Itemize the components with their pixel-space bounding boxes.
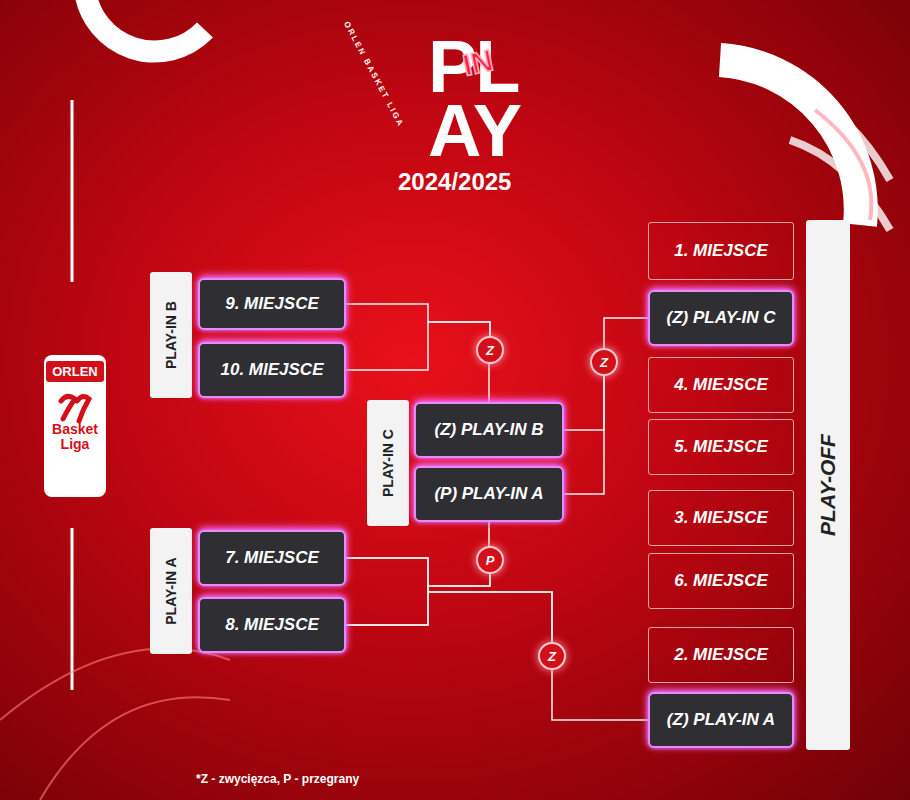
result-box: (Z) PLAY-IN B [414, 402, 564, 458]
node-text: 6. MIEJSCE [674, 571, 768, 591]
band-label: PLAY-IN A [150, 528, 192, 654]
bracket-line [346, 574, 490, 625]
node-text: ORLEN [46, 361, 104, 382]
seed-box: 7. MIEJSCE [198, 530, 346, 586]
loser-circle: P [476, 546, 504, 574]
bracket-line [346, 592, 552, 642]
node-text: 1. MIEJSCE [674, 241, 768, 261]
node-text: 3. MIEJSCE [674, 508, 768, 528]
seed-box: 9. MIEJSCE [198, 278, 346, 330]
band-label: PLAY-IN C [367, 400, 409, 526]
playoff-box: 2. MIEJSCE [648, 627, 794, 683]
bracket-line [489, 364, 490, 402]
side-line [71, 100, 74, 282]
node-text: (Z) PLAY-IN A [667, 710, 775, 730]
seed-box: 10. MIEJSCE [198, 342, 346, 398]
ball-lines [815, 110, 871, 220]
court-lines [0, 649, 230, 800]
playoff-box: 4. MIEJSCE [648, 357, 794, 413]
playoff-box: 3. MIEJSCE [648, 490, 794, 546]
node-text: 2. MIEJSCE [674, 645, 768, 665]
bracket-line [346, 304, 490, 336]
node-text: (P) PLAY-IN A [434, 484, 543, 504]
node-text: Z [600, 355, 608, 370]
winner-circle: Z [476, 336, 504, 364]
title-part: IN [460, 45, 496, 81]
node-text: 9. MIEJSCE [225, 294, 319, 314]
title-part: AY [428, 94, 520, 168]
playoff-band: PLAY-OFF [806, 220, 850, 750]
node-text: 10. MIEJSCE [221, 360, 324, 380]
bracket-line [346, 322, 490, 370]
band-label: PLAY-IN B [150, 272, 192, 398]
bracket-line [489, 522, 490, 546]
ball-lines [790, 95, 890, 230]
node-text: 8. MIEJSCE [225, 615, 319, 635]
node-text: PLAY-IN A [163, 557, 179, 624]
winner-circle: Z [538, 642, 566, 670]
node-text: 4. MIEJSCE [674, 375, 768, 395]
bracket-line [604, 318, 648, 348]
playoff-box: 6. MIEJSCE [648, 553, 794, 609]
bracket-line [346, 558, 490, 586]
arc-decoration [85, 0, 205, 52]
result-box: (Z) PLAY-IN C [648, 290, 794, 346]
footnote: *Z - zwycięzca, P - przegrany [196, 772, 359, 786]
title-part: 2024/2025 [398, 170, 511, 194]
node-text: (Z) PLAY-IN B [435, 420, 544, 440]
winner-circle: Z [590, 348, 618, 376]
seed-box: 8. MIEJSCE [198, 597, 346, 653]
node-text: PLAY-OFF [816, 434, 840, 536]
bracket-line [346, 558, 552, 642]
bracket-line [564, 376, 604, 430]
node-text: Z [548, 649, 556, 664]
playoff-box: 5. MIEJSCE [648, 419, 794, 475]
playoff-box: 1. MIEJSCE [648, 222, 794, 280]
node-text: P [486, 553, 495, 568]
result-box: (Z) PLAY-IN A [648, 692, 794, 748]
node-text: Z [486, 343, 494, 358]
bracket-line [552, 670, 648, 720]
node-text: Basket Liga [50, 422, 100, 451]
result-box: (P) PLAY-IN A [414, 466, 564, 522]
node-text: 7. MIEJSCE [225, 548, 319, 568]
league-logo: ORLEN Basket Liga [44, 355, 106, 497]
side-line [71, 528, 74, 690]
bracket-line [564, 376, 604, 494]
node-text: PLAY-IN C [380, 429, 396, 497]
node-text: (Z) PLAY-IN C [667, 308, 776, 328]
node-text: PLAY-IN B [163, 301, 179, 369]
node-text: 5. MIEJSCE [674, 437, 768, 457]
league-name: ORLEN BASKET LIGA [342, 20, 406, 129]
